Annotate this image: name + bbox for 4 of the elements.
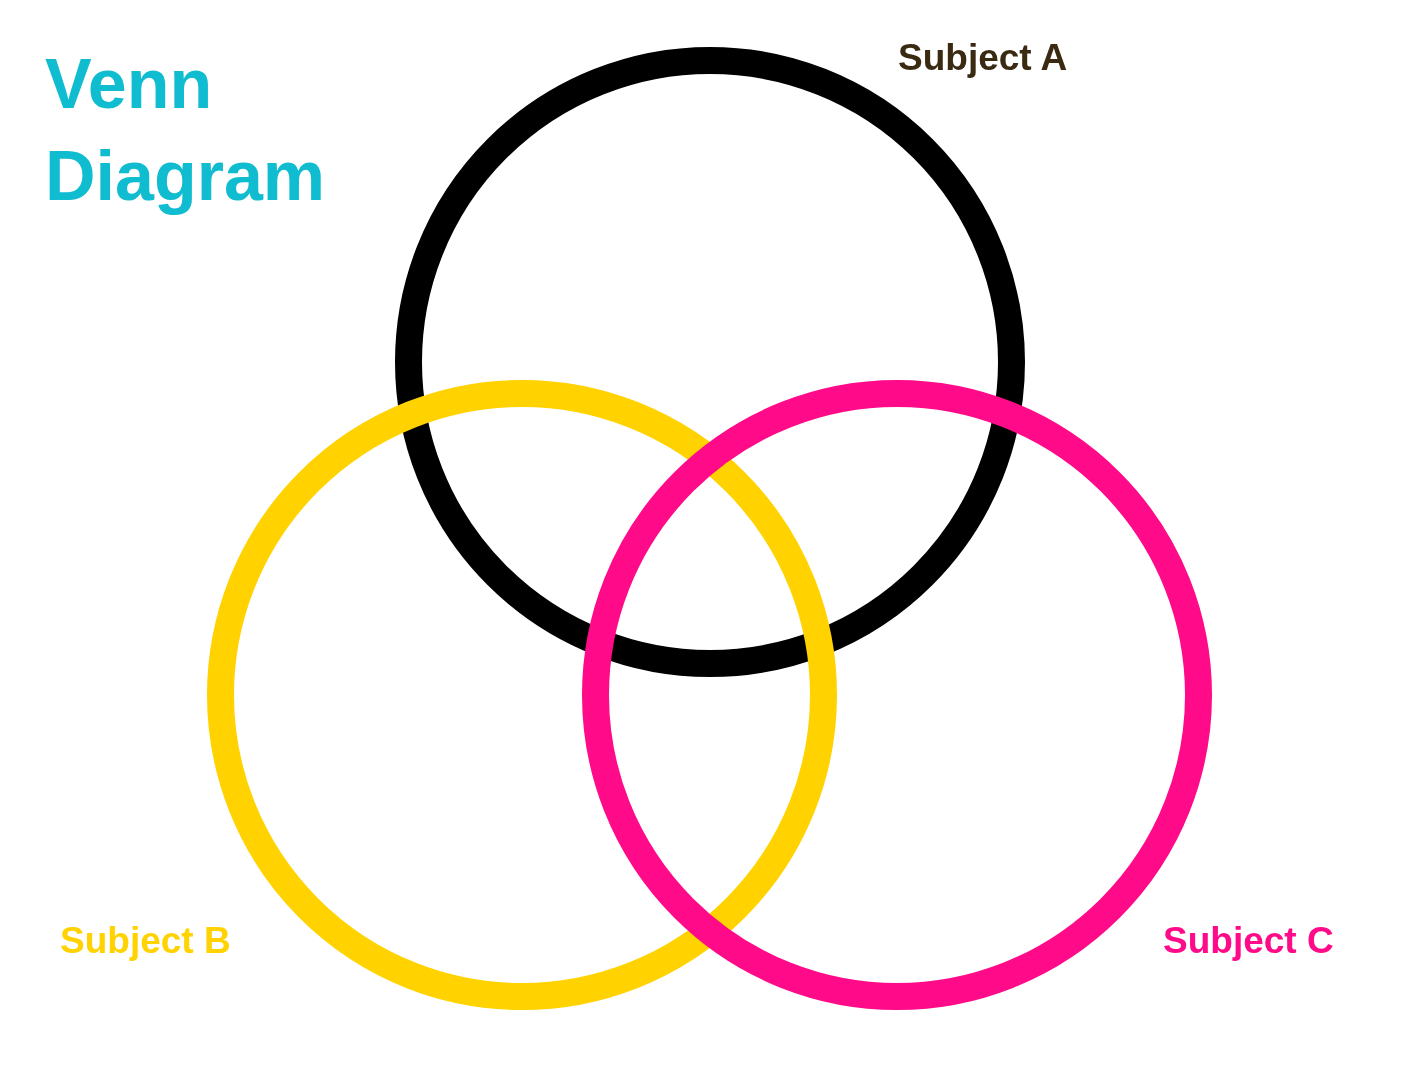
title: Venn Diagram — [45, 44, 327, 217]
set-label: Subject A — [898, 36, 1068, 80]
set-label: Subject C — [1163, 919, 1334, 963]
set-label: Subject B — [60, 919, 231, 963]
